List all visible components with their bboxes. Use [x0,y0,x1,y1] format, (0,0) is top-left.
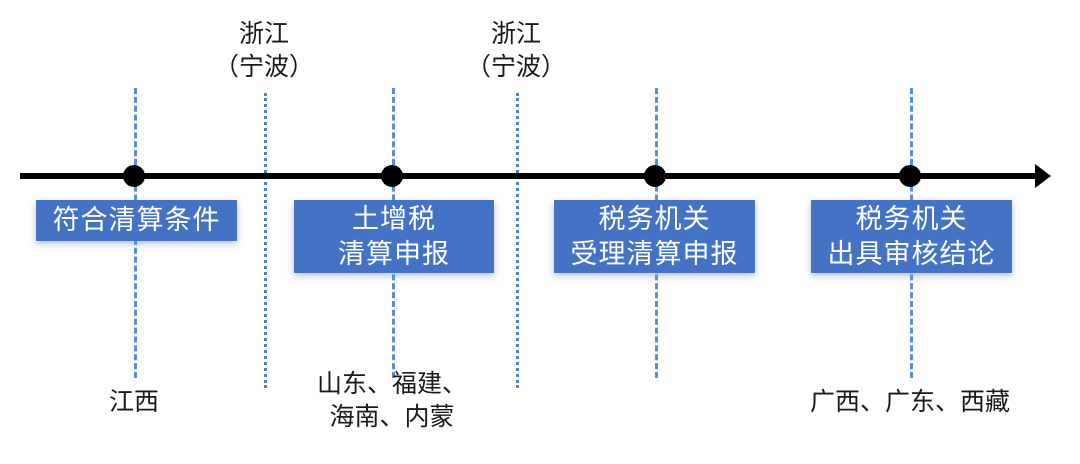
stage-box-4-line-1: 税务机关 [855,203,968,234]
stage-box-3-line-2: 受理清算申报 [570,238,739,269]
timeline-node-dot-3 [644,165,666,187]
top-annotation-label-2-line-2: （宁波） [465,54,567,81]
bottom-annotation-label-1-line-1: 江西 [108,389,160,416]
dotted-guide-line-2 [516,93,519,388]
stage-box-3[interactable]: 税务机关 受理清算申报 [554,200,755,273]
top-annotation-label-2: 浙江 （宁波） [466,18,566,84]
stage-box-2-line-2: 清算申报 [338,238,450,269]
timeline-arrow-icon [1035,164,1051,188]
top-annotation-label-1: 浙江 （宁波） [214,18,314,84]
stage-box-2[interactable]: 土增税 清算申报 [294,200,494,273]
top-annotation-label-1-line-2: （宁波） [213,54,315,81]
stage-box-4[interactable]: 税务机关 出具审核结论 [811,200,1012,273]
bottom-annotation-label-2-line-2: 海南、内蒙 [329,404,455,431]
stage-box-3-line-1: 税务机关 [598,203,711,234]
stage-box-1-line-1: 符合清算条件 [52,205,221,236]
stage-box-4-line-2: 出具审核结论 [827,238,996,269]
bottom-annotation-label-3-line-1: 广西、广东、西藏 [809,389,1011,416]
bottom-annotation-label-3: 广西、广东、西藏 [810,386,1010,419]
bottom-annotation-label-1: 江西 [109,386,159,419]
timeline-node-dot-1 [123,165,145,187]
stage-box-1[interactable]: 符合清算条件 [36,200,237,241]
timeline-axis-line [20,173,1045,179]
bottom-annotation-label-2: 山东、福建、 海南、内蒙 [317,368,467,434]
top-annotation-label-1-line-1: 浙江 [238,21,290,48]
dotted-guide-line-1 [264,93,267,388]
stage-box-2-line-1: 土增税 [352,203,436,234]
bottom-annotation-label-2-line-1: 山东、福建、 [316,371,468,398]
timeline-node-dot-4 [899,165,921,187]
timeline-node-dot-2 [381,165,403,187]
top-annotation-label-2-line-1: 浙江 [490,21,542,48]
